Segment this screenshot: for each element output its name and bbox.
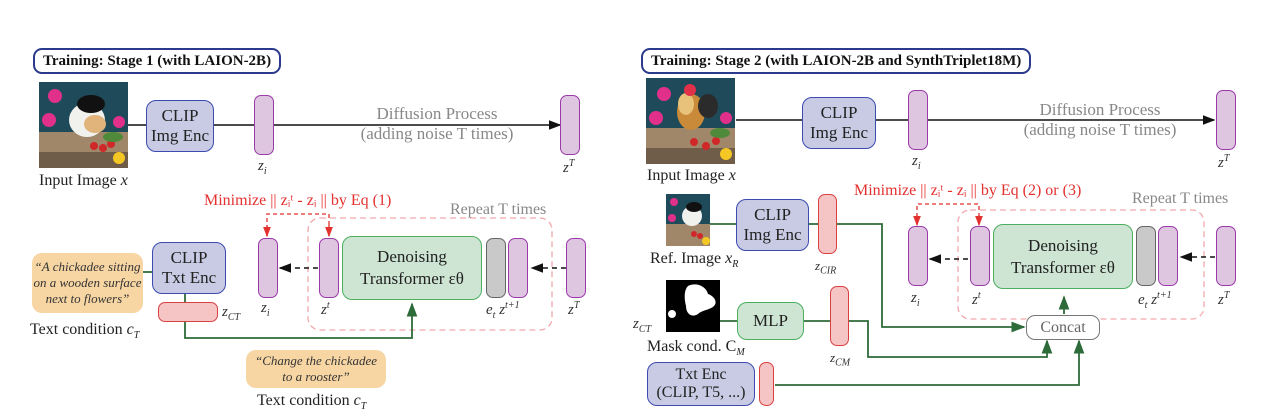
s1-ziT-symbol: zT (563, 158, 575, 176)
s1-zct-symbol: zCT (222, 304, 241, 323)
s2-output-latent-zi (908, 226, 928, 286)
s2-text-wire (775, 339, 1085, 386)
s2-zi-symbol: zi (912, 153, 921, 172)
s1-et-zit1-symbol: et zt+1 (486, 300, 520, 321)
s1-output-zi-symbol: zi (261, 300, 270, 319)
s1-loss-bracket (266, 213, 330, 236)
s2-text-encoder: Txt Enc(CLIP, T5, ...) (647, 362, 755, 406)
s2-output-zi-symbol: zi (911, 290, 920, 309)
ref-chickadee-photo-icon (666, 194, 710, 246)
s1-input-latent-ziT (566, 238, 586, 298)
s1-output-latent-zi (258, 238, 278, 298)
s1-latent-zit1 (508, 238, 528, 298)
s1-noise-et (486, 238, 506, 298)
s1-text-embedding-zct (158, 302, 218, 322)
s1-latent-zit (319, 238, 339, 298)
s2-latent-ziT (1216, 90, 1236, 150)
s1-condition-wire (184, 302, 418, 339)
s1-repeat-label: Repeat T times (450, 201, 547, 218)
s2-ref-embedding-zcir (818, 194, 837, 254)
stage2-title: Training: Stage 2 (with LAION-2B and Syn… (641, 48, 1032, 74)
s2-latent-zi (908, 90, 928, 150)
s2-input-latent-ziT (1216, 226, 1236, 286)
mask-condition-image (666, 280, 720, 332)
s2-input-ziT-symbol: zT (1218, 290, 1230, 308)
s2-ziT-symbol: zT (1218, 153, 1230, 171)
s2-latent-zit (970, 226, 990, 286)
s2-zit-symbol: zt (972, 290, 981, 308)
s2-text-embedding (759, 362, 774, 406)
s2-et-zit1-symbol: et zt+1 (1138, 290, 1172, 311)
s1-text-condition-label: Text condition cT (30, 321, 140, 342)
s2-concat-block: Concat (1026, 315, 1100, 340)
s1-latent-ziT (560, 95, 580, 155)
s2-zct-symbol: zCT (633, 316, 652, 335)
s2-diffusion-label: Diffusion Process(adding noise T times) (1023, 100, 1177, 139)
s2-ref-image-label: Ref. Image xR (650, 250, 739, 271)
s2-repeat-label: Repeat T times (1132, 190, 1229, 207)
s1-edit-condition-label: Text condition cT (257, 392, 367, 413)
s2-noise-et (1136, 226, 1156, 286)
stage1-title: Training: Stage 1 (with LAION-2B) (33, 48, 282, 74)
s2-input-image-label: Input Image x (647, 167, 736, 184)
s2-zcm-symbol: zCM (830, 350, 851, 369)
s1-input-ziT-symbol: zT (568, 300, 580, 318)
s2-mask-wire (848, 320, 1053, 358)
s1-diffusion-label: Diffusion Process(adding noise T times) (360, 104, 514, 143)
s2-ref-wire (835, 223, 1026, 333)
s2-latent-zit1 (1158, 226, 1178, 286)
s1-repeat-box (307, 217, 553, 331)
s2-minimize-loss-label: Minimize || zᵢᵗ - zᵢ || by Eq (2) or (3) (854, 182, 1082, 199)
s1-zi-symbol: zi (258, 158, 267, 177)
s1-latent-zi (254, 95, 274, 155)
s2-zcir-symbol: zCIR (815, 258, 837, 277)
s1-input-image-label: Input Image x (39, 172, 128, 189)
s2-loss-bracket (916, 203, 980, 224)
s2-mlp-block: MLP (737, 302, 804, 340)
chickadee-photo-icon (39, 82, 128, 168)
s1-zit-symbol: zt (321, 300, 330, 318)
s1-minimize-loss-label: Minimize || zᵢᵗ - zᵢ || by Eq (1) (204, 192, 392, 209)
rooster-photo-icon (646, 78, 735, 164)
s2-mask-label: Mask cond. CM (647, 338, 745, 359)
s2-mask-embedding-zcm (830, 286, 849, 346)
